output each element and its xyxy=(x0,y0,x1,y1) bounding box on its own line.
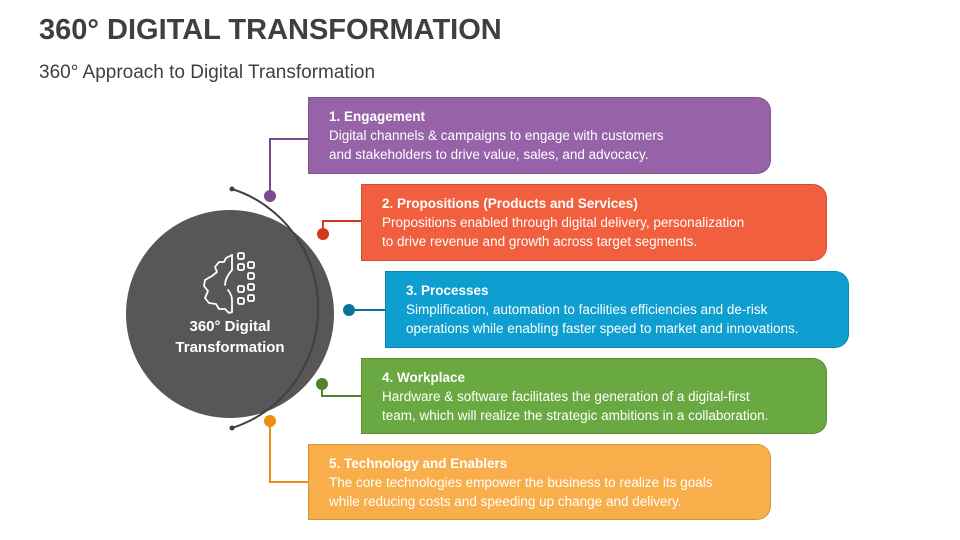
engagement-box: 1. Engagement Digital channels & campaig… xyxy=(308,97,771,174)
hub-label-line1: 360° Digital xyxy=(189,318,271,335)
hub-label: 360° Digital Transformation xyxy=(150,316,310,358)
connector-5 xyxy=(264,415,308,483)
technology-title: 5. Technology and Enablers xyxy=(329,456,508,471)
digital-gear-icon xyxy=(203,252,255,314)
engagement-title: 1. Engagement xyxy=(329,109,426,124)
page-subtitle: 360° Approach to Digital Transformation xyxy=(39,62,376,83)
orbit-arc xyxy=(229,186,320,431)
connector-1 xyxy=(264,138,308,202)
processes-title: 3. Processes xyxy=(406,283,489,298)
workplace-description: Hardware & software facilitates the gene… xyxy=(382,389,769,423)
technology-description: The core technologies empower the busine… xyxy=(329,475,713,509)
workplace-box: 4. Workplace Hardware & software facilit… xyxy=(361,358,827,434)
technology-box: 5. Technology and Enablers The core tech… xyxy=(308,444,771,520)
propositions-title: 2. Propositions (Products and Services) xyxy=(382,196,638,211)
hub-label-line2: Transformation xyxy=(175,339,285,356)
connector-4 xyxy=(316,378,361,397)
workplace-title: 4. Workplace xyxy=(382,370,466,385)
processes-description: Simplification, automation to facilities… xyxy=(406,302,799,336)
connector-2 xyxy=(317,220,361,240)
propositions-description: Propositions enabled through digital del… xyxy=(382,215,745,249)
engagement-description: Digital channels & campaigns to engage w… xyxy=(329,128,664,162)
processes-box: 3. Processes Simplification, automation … xyxy=(385,271,849,348)
propositions-box: 2. Propositions (Products and Services) … xyxy=(361,184,827,261)
page-title: 360° DIGITAL TRANSFORMATION xyxy=(39,14,502,46)
connector-3 xyxy=(343,304,385,316)
hub-circle xyxy=(126,210,334,418)
